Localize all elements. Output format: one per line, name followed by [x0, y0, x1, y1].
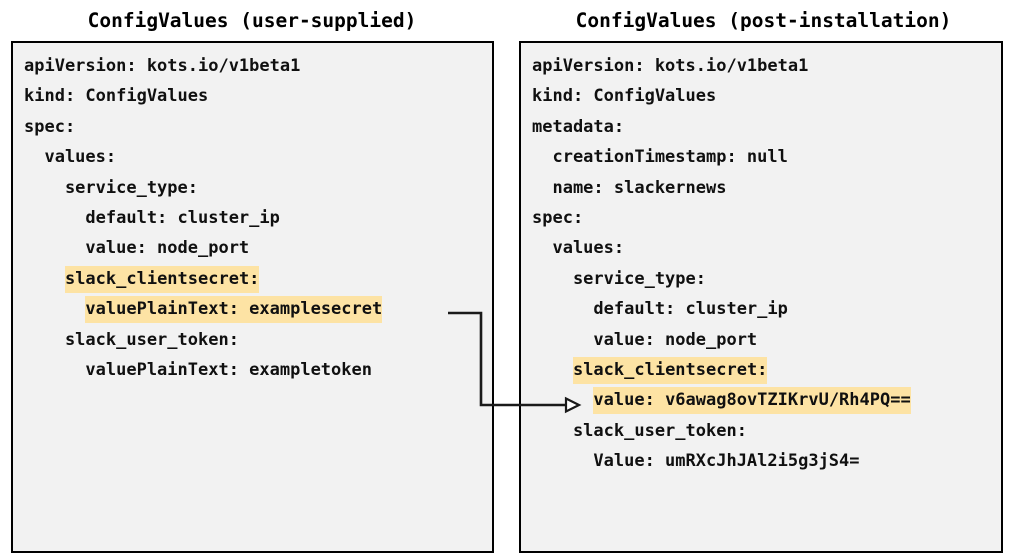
right-code-line: service_type:	[532, 268, 706, 289]
code-indent	[532, 360, 573, 380]
right-code-line: apiVersion: kots.io/v1beta1	[532, 56, 809, 76]
left-code-line: value: node_port	[24, 238, 250, 259]
right-config-box: apiVersion: kots.io/v1beta1 kind: ConfigV…	[519, 41, 1003, 553]
right-code-line: default: cluster_ip	[532, 299, 788, 320]
highlighted-code-text: valuePlainText: examplesecret	[85, 296, 383, 324]
right-code-line: creationTimestamp: null	[532, 147, 788, 168]
left-code-line: spec:	[24, 116, 76, 137]
left-panel: ConfigValues (user-supplied) apiVersion:…	[0, 6, 504, 559]
right-code-line: value: node_port	[532, 329, 758, 350]
left-code-line: service_type:	[24, 177, 198, 198]
right-code-line: name: slackernews	[532, 177, 727, 198]
code-indent	[24, 269, 65, 289]
right-code-line: kind: ConfigValues	[532, 86, 717, 107]
left-code-line: apiVersion: kots.io/v1beta1	[24, 56, 301, 76]
left-config-box: apiVersion: kots.io/v1beta1 kind: ConfigV…	[11, 41, 494, 553]
left-panel-title: ConfigValues (user-supplied)	[87, 9, 417, 32]
right-code-line: slack_user_token:	[532, 420, 747, 441]
code-indent	[532, 390, 593, 410]
code-indent	[24, 299, 85, 319]
left-code-line: values:	[24, 147, 117, 168]
left-code-line: valuePlainText: exampletoken	[24, 359, 372, 380]
right-code-line: spec:	[532, 207, 584, 228]
right-code-line: values:	[532, 238, 625, 259]
right-code-line: slack_clientsecret:	[532, 355, 1001, 385]
highlighted-code-text: value: v6awag8ovTZIKrvU/Rh4PQ==	[593, 387, 911, 415]
highlighted-code-text: slack_clientsecret:	[64, 265, 260, 293]
right-panel-title: ConfigValues (post-installation)	[575, 9, 952, 32]
left-code-line: slack_clientsecret:	[24, 264, 492, 294]
highlighted-code-text: slack_clientsecret:	[572, 356, 768, 384]
right-config-code: apiVersion: kots.io/v1beta1 kind: ConfigV…	[532, 51, 1001, 476]
right-code-line: metadata:	[532, 116, 625, 137]
right-panel: ConfigValues (post-installation) apiVers…	[508, 6, 1019, 559]
right-code-line: value: v6awag8ovTZIKrvU/Rh4PQ==	[532, 385, 1001, 415]
left-code-line: valuePlainText: examplesecret	[24, 294, 492, 324]
left-code-line: kind: ConfigValues	[24, 86, 209, 107]
left-code-line: default: cluster_ip	[24, 207, 280, 228]
left-config-code: apiVersion: kots.io/v1beta1 kind: ConfigV…	[24, 51, 492, 385]
right-code-line: Value: umRXcJhJAl2i5g3jS4=	[532, 451, 860, 472]
left-code-line: slack_user_token:	[24, 329, 239, 350]
